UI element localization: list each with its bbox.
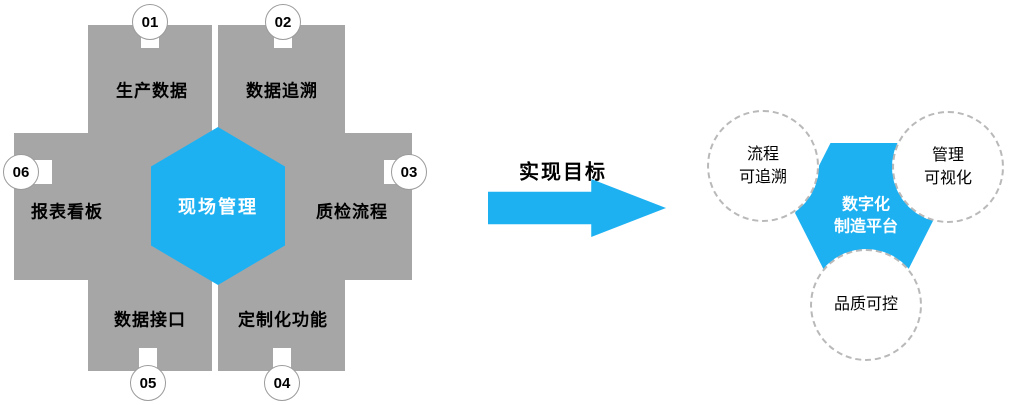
feature-circle-quality-line1: 品质可控 [833, 296, 898, 314]
step-badge-02: 02 [265, 4, 301, 40]
step-label-06: 报表看板 [31, 202, 103, 222]
feature-circle-quality-control: 品质可控 [810, 249, 922, 361]
feature-circle-management-visual: 管理 可视化 [892, 111, 1004, 223]
platform-label-line2: 制造平台 [833, 218, 899, 235]
step-badge-04: 04 [264, 365, 300, 401]
step-label-05: 数据接口 [114, 310, 186, 330]
feature-circle-process-line1: 流程 [746, 145, 779, 163]
step-badge-06: 06 [3, 154, 39, 190]
feature-circle-process-traceable: 流程 可追溯 [707, 110, 819, 222]
step-label-03: 质检流程 [316, 202, 388, 222]
right-arrow-shape [488, 179, 666, 237]
step-badge-05: 05 [130, 365, 166, 401]
step-badge-03: 03 [391, 154, 427, 190]
feature-circle-process-line2: 可追溯 [738, 169, 787, 186]
platform-hexagon-label: 数字化 制造平台 [834, 194, 898, 237]
step-label-02: 数据追溯 [246, 81, 318, 101]
step-label-01: 生产数据 [116, 81, 188, 101]
platform-label-line1: 数字化 [841, 196, 891, 214]
step-label-04: 定制化功能 [238, 310, 328, 330]
center-hexagon-label: 现场管理 [178, 197, 258, 217]
arrow-label: 实现目标 [519, 161, 607, 184]
step-badge-01: 01 [132, 4, 168, 40]
feature-circle-management-line1: 管理 [931, 146, 964, 164]
feature-circle-management-line2: 可视化 [923, 170, 972, 187]
